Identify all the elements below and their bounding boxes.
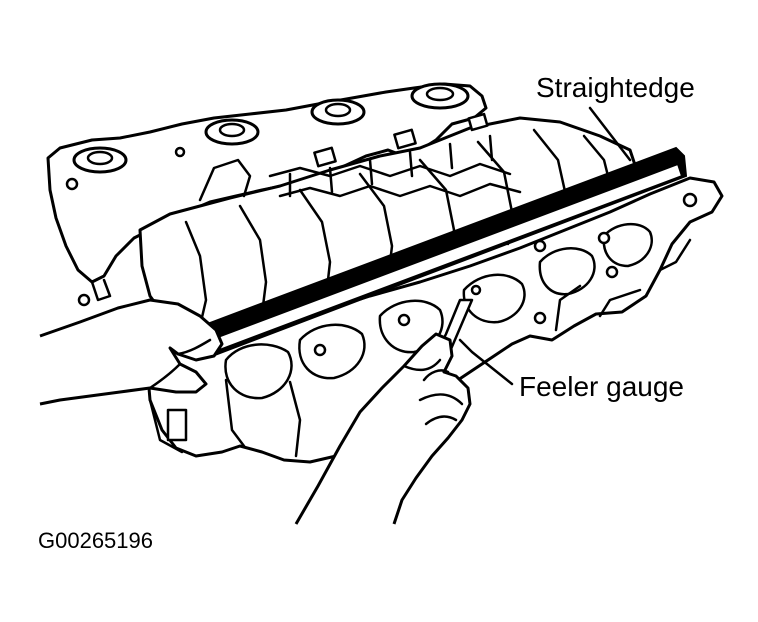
feeler-gauge-label: Feeler gauge bbox=[519, 371, 685, 402]
right-hand bbox=[294, 332, 472, 525]
figure-id: G00265196 bbox=[38, 528, 153, 553]
straightedge-leader-line bbox=[588, 106, 632, 162]
straightedge-label: Straightedge bbox=[536, 72, 695, 103]
feeler-gauge-leader-line bbox=[458, 338, 514, 386]
manifold-lower-flange bbox=[146, 176, 724, 464]
manifold-upper-flange bbox=[46, 82, 488, 307]
left-hand bbox=[39, 298, 224, 406]
